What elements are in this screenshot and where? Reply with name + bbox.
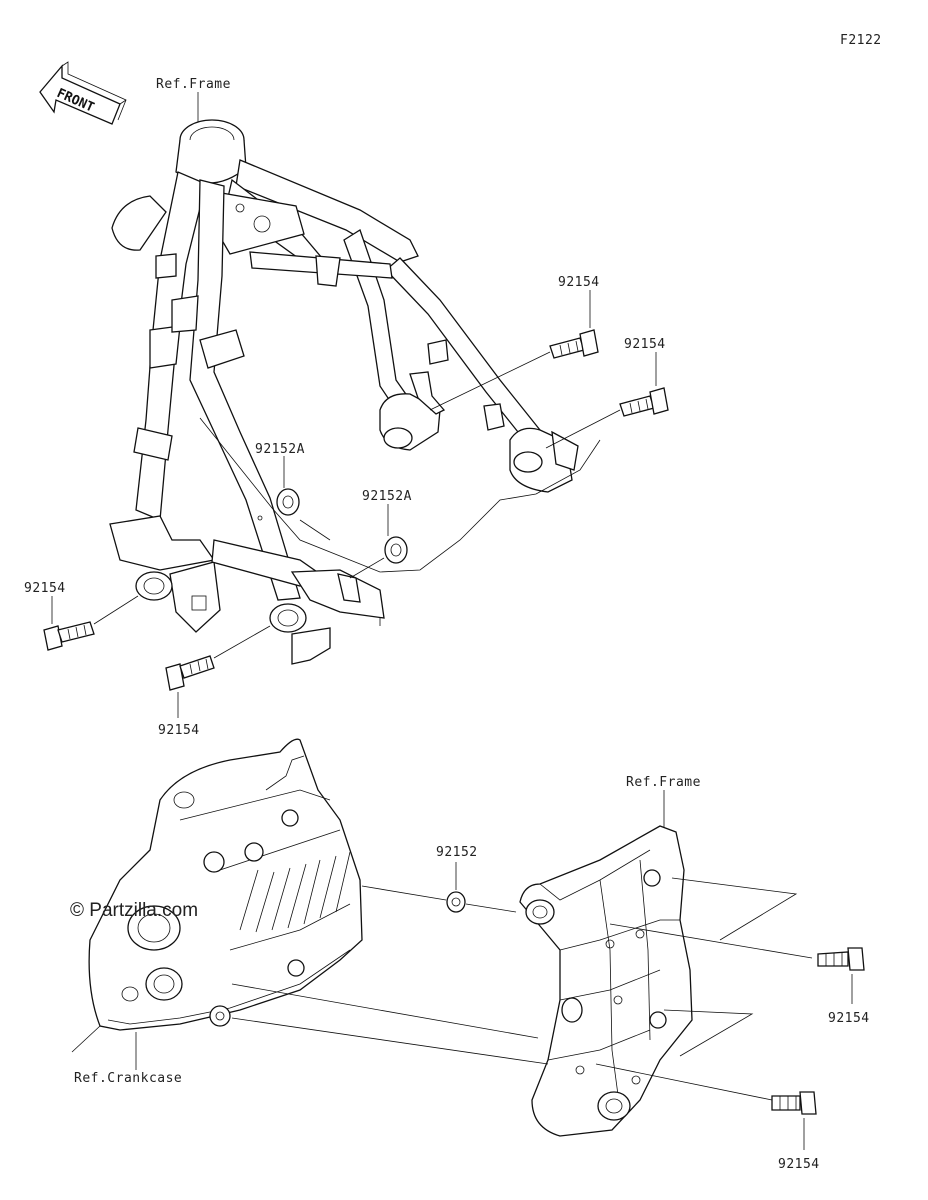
collar-right <box>384 536 408 564</box>
bolt-lower-left <box>165 655 215 691</box>
ref-crankcase-label: Ref.Crankcase <box>74 1071 182 1086</box>
bolt-bracket-upper <box>817 947 865 971</box>
ref-frame-bottom-label: Ref.Frame <box>626 775 701 790</box>
figure-code: F2122 <box>840 33 882 48</box>
label-collar-middle: 92152 <box>436 845 478 860</box>
crankcase <box>88 738 363 1031</box>
label-collar-left: 92152A <box>255 442 305 457</box>
front-arrow-icon: FRONT <box>39 61 127 125</box>
main-frame <box>109 119 601 665</box>
label-bolt-bracket-upper: 92154 <box>828 1011 870 1026</box>
watermark: © Partzilla.com <box>70 900 198 921</box>
collar-left <box>257 488 300 521</box>
bolt-bracket-lower <box>771 1091 817 1115</box>
label-bolt-upper-right-1: 92154 <box>558 275 600 290</box>
label-bolt-upper-right-2: 92154 <box>624 337 666 352</box>
bolt-left <box>43 621 95 651</box>
bolt-upper-right-1 <box>549 329 599 359</box>
label-collar-right: 92152A <box>362 489 412 504</box>
bolt-upper-right-2 <box>619 387 669 417</box>
engine-bracket <box>519 825 693 1137</box>
label-bolt-left: 92154 <box>24 581 66 596</box>
collar-middle <box>446 891 466 913</box>
ref-frame-top-label: Ref.Frame <box>156 77 231 92</box>
label-bolt-lower-left: 92154 <box>158 723 200 738</box>
label-bolt-bracket-lower: 92154 <box>778 1157 820 1172</box>
